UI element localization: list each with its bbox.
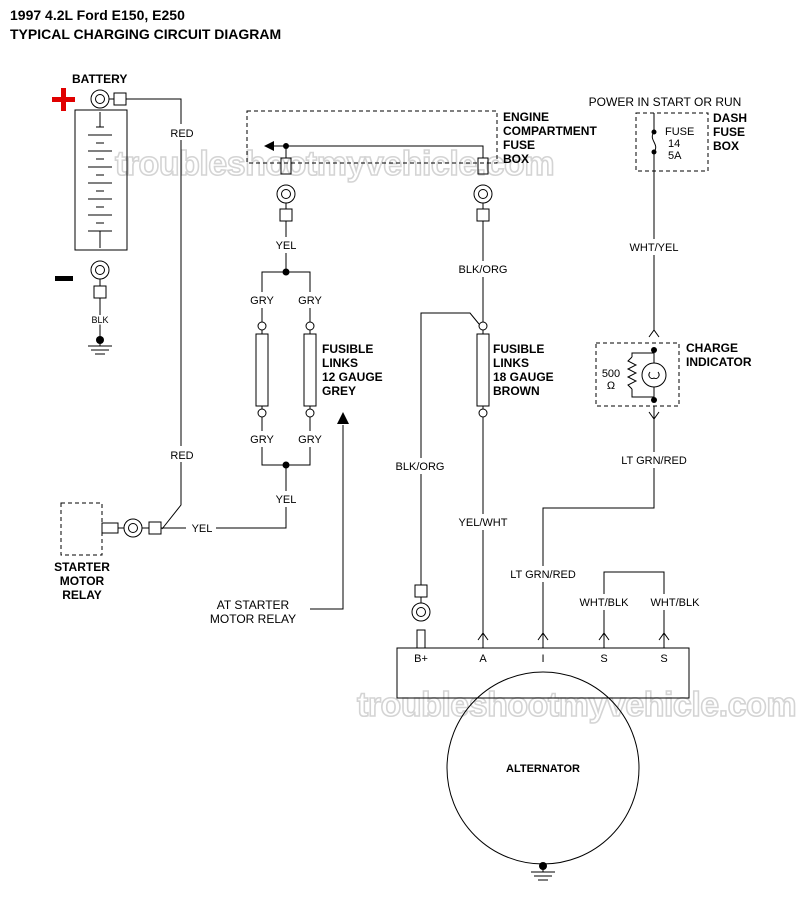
- engine-compartment-fuse-box: ENGINE COMPARTMENT FUSE BOX: [246, 110, 597, 175]
- wire-label-yel-relay: YEL: [192, 523, 213, 535]
- fusible-links-12-label-3: 12 GAUGE: [322, 370, 383, 384]
- wire-label-gry-tl: GRY: [250, 295, 274, 307]
- ground-icon: [88, 340, 112, 355]
- fusible-links-12-label-1: FUSIBLE: [322, 342, 373, 356]
- battery: BATTERY BLK: [52, 72, 128, 355]
- wire-label-lt-grn-red-bottom: LT GRN/RED: [510, 569, 576, 581]
- wire-label-gry-bl: GRY: [250, 434, 274, 446]
- wire-label-yel-top: YEL: [276, 240, 297, 252]
- fusible-links-12-label-4: GREY: [322, 384, 356, 398]
- watermark-top: troubleshootmyvehicle.com: [115, 145, 554, 183]
- battery-negative-terminal: [90, 260, 110, 280]
- starter-relay-label-1: STARTER: [54, 560, 110, 574]
- relay-terminal-ring: [123, 518, 143, 538]
- charge-indicator: 500 Ω CHARGE INDICATOR: [595, 329, 752, 420]
- terminal-b-plus: B+: [414, 653, 428, 665]
- terminal-s-2: S: [660, 653, 667, 665]
- wire-label-lt-grn-red-top: LT GRN/RED: [621, 455, 687, 467]
- fusible-link-feed-connector: [276, 184, 296, 222]
- alternator-feed-connector: [473, 184, 493, 222]
- starter-relay-label-3: RELAY: [62, 588, 102, 602]
- fusible-links-18-label-1: FUSIBLE: [493, 342, 544, 356]
- wire-label-gry-tr: GRY: [298, 295, 322, 307]
- at-starter-relay-callout: AT STARTER MOTOR RELAY: [210, 412, 349, 626]
- dash-fuse-box: POWER IN START OR RUN FUSE 14 5A DASH FU…: [589, 95, 747, 330]
- diagram-title: 1997 4.2L Ford E150, E250: [10, 7, 185, 23]
- at-starter-label-2: MOTOR RELAY: [210, 612, 296, 626]
- wire-label-gry-br: GRY: [298, 434, 322, 446]
- fusible-links-18-label-4: BROWN: [493, 384, 540, 398]
- dash-fuse-box-label-3: BOX: [713, 139, 739, 153]
- alternator-terminal-block: [396, 647, 690, 699]
- wire-label-red-bottom: RED: [170, 450, 193, 462]
- battery-plus-icon-vertical: [61, 88, 66, 111]
- engine-fuse-box-label-4: BOX: [503, 152, 529, 166]
- watermark-bottom: troubleshootmyvehicle.com: [357, 686, 796, 724]
- resistor-value: 500: [602, 368, 620, 380]
- engine-fuse-box-label-1: ENGINE: [503, 110, 549, 124]
- fusible-link-left: [255, 333, 269, 407]
- fusible-links-18-gauge: FUSIBLE LINKS 18 GAUGE BROWN: [476, 321, 554, 418]
- charge-lamp-icon: [641, 362, 667, 388]
- battery-cells: [74, 109, 128, 251]
- at-starter-label-1: AT STARTER: [217, 598, 290, 612]
- fuse-number: 14: [668, 138, 680, 150]
- wire-label-yel-mid: YEL: [276, 494, 297, 506]
- fuse-label: FUSE: [665, 126, 694, 138]
- wire-label-blk-org-left: BLK/ORG: [396, 461, 445, 473]
- battery-label: BATTERY: [72, 72, 127, 86]
- dash-fuse-box-label-1: DASH: [713, 111, 747, 125]
- fusible-links-18-label-2: LINKS: [493, 356, 529, 370]
- up-arrow-icon: [337, 412, 349, 424]
- battery-positive-terminal: [90, 89, 110, 109]
- power-in-start-or-run-label: POWER IN START OR RUN: [589, 95, 742, 109]
- red-wire: RED RED: [126, 98, 196, 530]
- dash-fuse-box-label-2: FUSE: [713, 125, 745, 139]
- charge-indicator-label-1: CHARGE: [686, 341, 738, 355]
- wire-label-wht-blk-right: WHT/BLK: [651, 597, 701, 609]
- alternator: B+ A I S S ALTERNATOR: [396, 647, 690, 881]
- alternator-ground-icon: [531, 866, 555, 881]
- fusible-links-18-label-3: 18 GAUGE: [493, 370, 554, 384]
- wire-label-red-top: RED: [170, 128, 193, 140]
- diagram-subtitle: TYPICAL CHARGING CIRCUIT DIAGRAM: [10, 26, 281, 42]
- starter-relay-label-2: MOTOR: [60, 574, 105, 588]
- fusible-link-right: [303, 333, 317, 407]
- fusible-links-12-gauge: GRY GRY GRY GRY YEL FUSIBLE LINKS 12 GAU…: [246, 271, 383, 507]
- wire-label-wht-yel: WHT/YEL: [630, 242, 679, 254]
- resistor-unit: Ω: [607, 380, 615, 392]
- wire-label-blk: BLK: [91, 315, 108, 325]
- b-plus-connector: [411, 584, 431, 649]
- engine-fuse-box-label-2: COMPARTMENT: [503, 124, 597, 138]
- terminal-a: A: [479, 653, 487, 665]
- terminal-i: I: [541, 653, 544, 665]
- resistor-icon: [626, 356, 638, 390]
- fuse-icon: [651, 131, 657, 153]
- fusible-link-brown: [476, 333, 490, 407]
- terminal-s-1: S: [600, 653, 607, 665]
- battery-minus-icon: [55, 276, 73, 281]
- battery-plates: [88, 126, 112, 232]
- engine-fuse-box-label-3: FUSE: [503, 138, 535, 152]
- wire-label-yel-wht: YEL/WHT: [459, 517, 508, 529]
- starter-motor-relay: STARTER MOTOR RELAY: [54, 502, 162, 602]
- wire-label-wht-blk-left: WHT/BLK: [580, 597, 630, 609]
- arrow-icon: [264, 141, 274, 151]
- charge-indicator-label-2: INDICATOR: [686, 355, 752, 369]
- wire-label-blk-org-top: BLK/ORG: [459, 264, 508, 276]
- alternator-label: ALTERNATOR: [506, 763, 580, 775]
- fuse-rating: 5A: [668, 150, 682, 162]
- fusible-links-12-label-2: LINKS: [322, 356, 358, 370]
